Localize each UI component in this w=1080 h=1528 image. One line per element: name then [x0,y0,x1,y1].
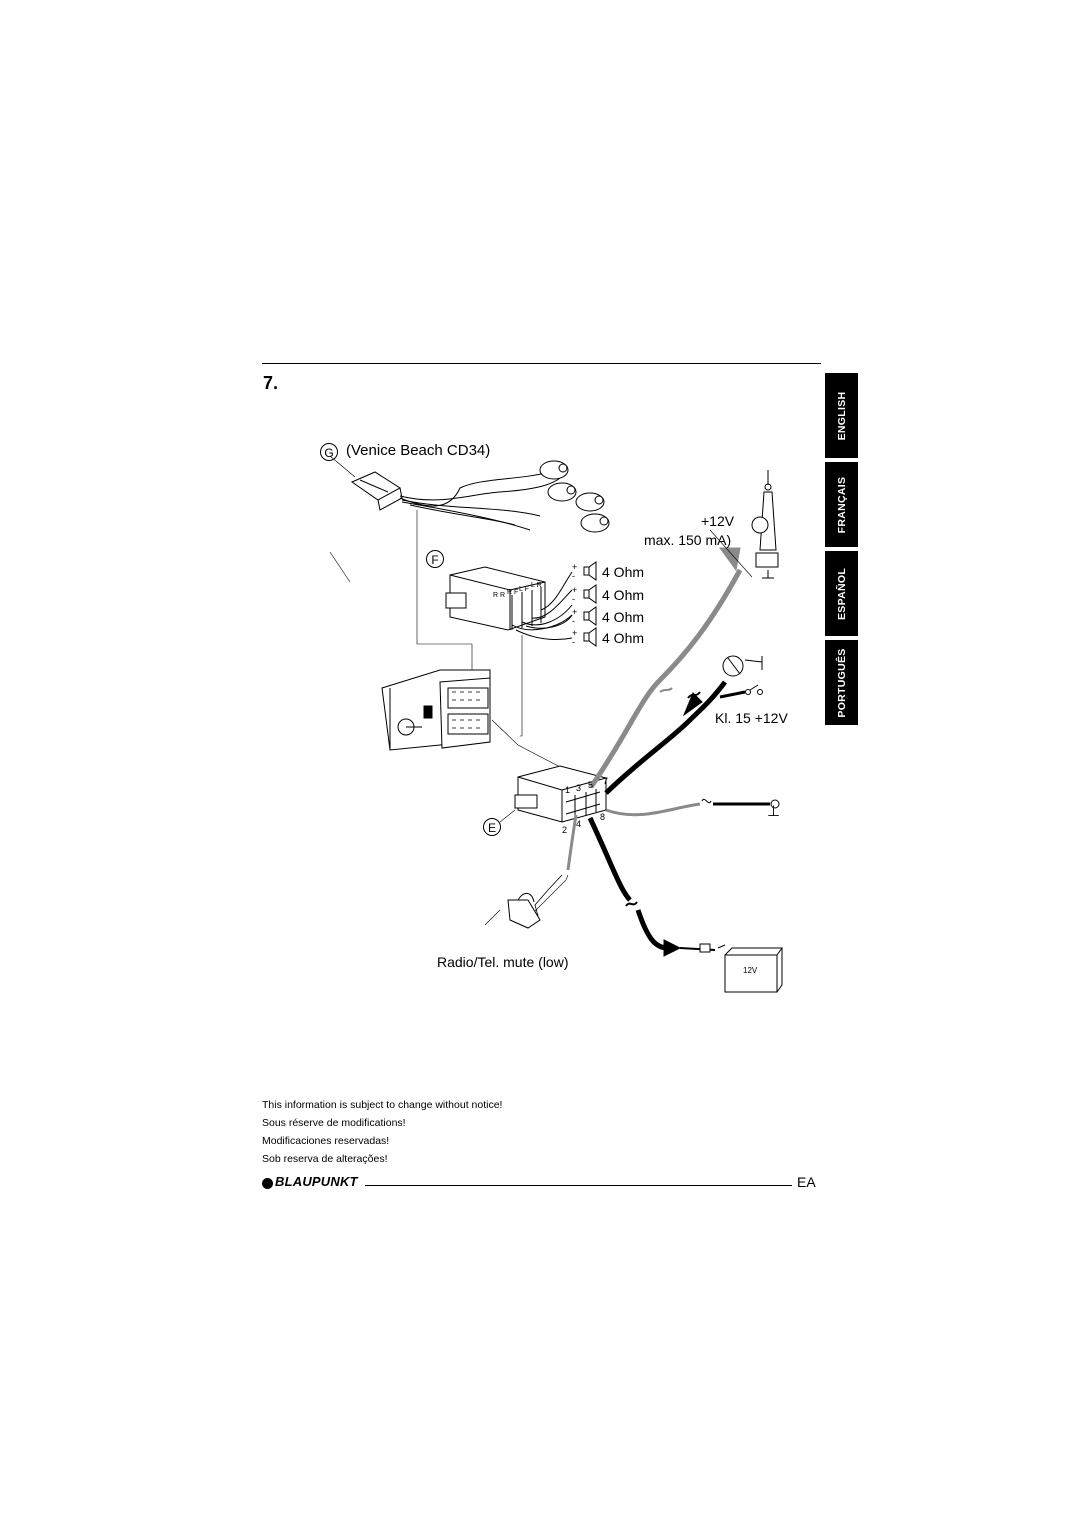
pin-label: 7 [603,776,609,786]
footer: BLAUPUNKT EA [262,1174,822,1195]
antenna-voltage: +12V [701,513,735,529]
notice-line: Sous réserve de modifications! [262,1117,406,1129]
top-rule [262,363,821,364]
polarity-minus: - [572,616,575,626]
pin-label: 1 [565,785,571,795]
polarity-plus: + [572,562,578,572]
change-notices: This information is subject to change wi… [262,1096,502,1168]
pin-label: 6 [589,816,595,826]
language-tabs: ENGLISH FRANÇAIS ESPAÑOL PORTUGUÊS [825,373,858,725]
antenna-max-current: max. 150 mA) [644,532,732,548]
lang-tab-espanol[interactable]: ESPAÑOL [825,551,858,636]
speaker-impedance: 4 Ohm [602,587,645,603]
lang-tab-portugues[interactable]: PORTUGUÊS [825,640,858,725]
label-f-circle: F [426,550,444,568]
label-e-circle: E [483,818,501,836]
ignition-label: Kl. 15 +12V [715,710,788,726]
speaker-impedance: 4 Ohm [602,609,645,625]
pin-label: 2 [562,825,568,835]
mute-label: Radio/Tel. mute (low) [437,954,569,970]
polarity-minus: - [572,571,575,581]
label-g-circle: G [320,443,338,461]
notice-line: Modificaciones reservadas! [262,1135,390,1147]
notice-line: Sob reserva de alterações! [262,1153,388,1165]
brand-logo: BLAUPUNKT [275,1174,358,1189]
venice-beach-label: (Venice Beach CD34) [346,442,491,459]
speaker-impedance: 4 Ohm [602,630,645,646]
wiring-diagram-drawing [329,455,783,993]
polarity-plus: + [572,585,578,595]
channel-lf: L F [519,586,529,593]
channel-lr: L R [531,582,542,589]
polarity-plus: + [572,607,578,617]
brand-logo-dot [262,1178,273,1189]
notice-line: This information is subject to change wi… [262,1099,503,1111]
polarity-minus: - [572,594,575,604]
speaker-impedance: 4 Ohm [602,564,645,580]
lang-tab-francais[interactable]: FRANÇAIS [825,462,858,547]
ground-symbol: ⊥ [767,803,781,820]
pin-label: 3 [576,783,582,793]
lang-tab-english[interactable]: ENGLISH [825,373,858,458]
channel-rr: R R [493,592,506,599]
pin-label: 4 [576,819,582,829]
polarity-plus: + [572,628,578,638]
polarity-minus: - [572,637,575,647]
battery-label: 12V [743,966,758,975]
pin-label: 8 [600,812,606,822]
wiring-diagram: G (Venice Beach CD34) F E +12V max. 150 … [300,430,800,1010]
pin-label: 5 [588,780,594,790]
channel-rf: R F [507,589,519,596]
footer-rule [365,1185,792,1186]
document-code: EA [797,1174,816,1190]
section-number: 7. [263,373,279,393]
